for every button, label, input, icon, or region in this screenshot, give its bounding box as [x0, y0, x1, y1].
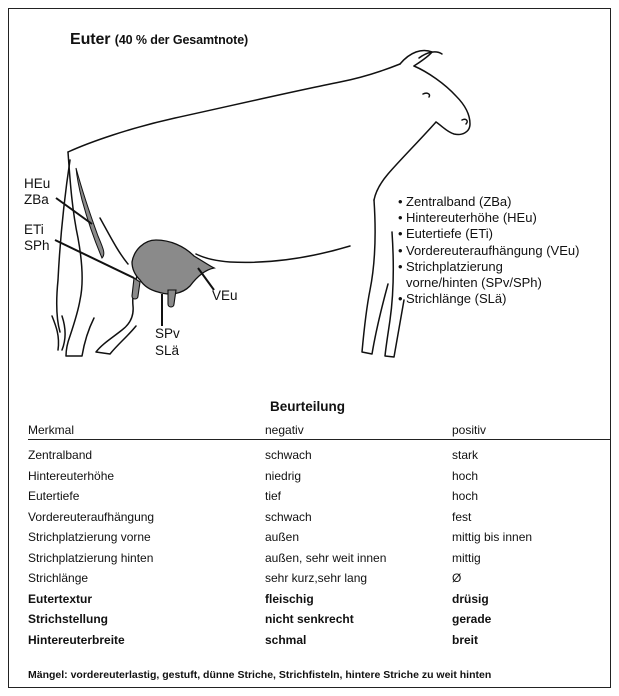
cell-negativ: außen, sehr weit innen — [265, 548, 386, 569]
table-body: Zentralband schwach stark Hintereuterhöh… — [28, 445, 611, 650]
cell-merkmal: Eutertiefe — [28, 486, 79, 507]
teat-front — [168, 290, 176, 307]
teat-rear — [132, 278, 140, 299]
cell-merkmal: Strichlänge — [28, 568, 88, 589]
trait-item: •Strichlänge (SLä) — [398, 291, 579, 307]
cell-positiv: gerade — [452, 609, 491, 630]
cell-positiv: mittig bis innen — [452, 527, 532, 548]
cell-positiv: drüsig — [452, 589, 489, 610]
table-row: Strichplatzierung hinten außen, sehr wei… — [28, 548, 611, 569]
table-row: Zentralband schwach stark — [28, 445, 611, 466]
cell-negativ: schwach — [265, 445, 312, 466]
cow-thigh-line — [100, 218, 128, 264]
cell-merkmal: Strichplatzierung hinten — [28, 548, 153, 569]
cell-positiv: fest — [452, 507, 471, 528]
label-spv: SPv — [155, 326, 180, 342]
label-sph: SPh — [24, 238, 50, 254]
table-row: Strichstellung nicht senkrecht gerade — [28, 609, 611, 630]
cell-negativ: schwach — [265, 507, 312, 528]
udder-shape — [132, 240, 214, 294]
label-veu: VEu — [212, 288, 238, 304]
cow-front-leg-back — [362, 200, 388, 354]
cell-merkmal: Eutertextur — [28, 589, 92, 610]
cell-positiv: mittig — [452, 548, 481, 569]
table-row: Strichlänge sehr kurz,sehr lang Ø — [28, 568, 611, 589]
label-heu: HEu — [24, 176, 50, 192]
trait-item: •Strichplatzierung — [398, 259, 579, 275]
label-sla: SLä — [155, 343, 179, 359]
cow-back-line — [68, 64, 400, 152]
cell-merkmal: Vordereuteraufhängung — [28, 507, 154, 528]
table-row: Hintereuterhöhe niedrig hoch — [28, 466, 611, 487]
cell-positiv: hoch — [452, 486, 478, 507]
cell-merkmal: Hintereuterhöhe — [28, 466, 114, 487]
table-row: Vordereuteraufhängung schwach fest — [28, 507, 611, 528]
trait-item: •Vordereuteraufhängung (VEu) — [398, 243, 579, 259]
column-header-negativ: negativ — [265, 423, 304, 437]
cell-negativ: sehr kurz,sehr lang — [265, 568, 367, 589]
trait-item: •Hintereuterhöhe (HEu) — [398, 210, 579, 226]
cell-merkmal: Strichstellung — [28, 609, 108, 630]
cell-negativ: schmal — [265, 630, 306, 651]
trait-item: •Zentralband (ZBa) — [398, 194, 579, 210]
cow-belly — [196, 246, 350, 262]
cell-negativ: außen — [265, 527, 299, 548]
table-row: Eutertiefe tief hoch — [28, 486, 611, 507]
pointer-eti-sph — [55, 240, 134, 278]
cell-negativ: niedrig — [265, 466, 301, 487]
table-heading: Beurteilung — [270, 399, 345, 414]
cow-nostril — [462, 119, 467, 124]
table-row: Strichplatzierung vorne außen mittig bis… — [28, 527, 611, 548]
cell-positiv: hoch — [452, 466, 478, 487]
table-row: Eutertextur fleischig drüsig — [28, 589, 611, 610]
table-row: Hintereuterbreite schmal breit — [28, 630, 611, 651]
cow-neck — [374, 122, 436, 200]
cell-merkmal: Strichplatzierung vorne — [28, 527, 151, 548]
rear-udder-shading — [76, 168, 104, 258]
cell-positiv: breit — [452, 630, 478, 651]
cell-merkmal: Zentralband — [28, 445, 92, 466]
column-header-positiv: positiv — [452, 423, 486, 437]
trait-item-continued: vorne/hinten (SPv/SPh) — [398, 275, 579, 291]
label-zba: ZBa — [24, 192, 49, 208]
cell-negativ: nicht senkrecht — [265, 609, 354, 630]
cell-merkmal: Hintereuterbreite — [28, 630, 125, 651]
cow-head — [414, 66, 470, 135]
column-header-merkmal: Merkmal — [28, 423, 74, 437]
cow-eye — [423, 93, 430, 97]
deficiencies-note: Mängel: vordereuterlastig, gestuft, dünn… — [28, 669, 491, 681]
cell-positiv: stark — [452, 445, 478, 466]
trait-item: •Eutertiefe (ETi) — [398, 226, 579, 242]
cell-positiv: Ø — [452, 568, 461, 589]
cell-negativ: tief — [265, 486, 281, 507]
cell-negativ: fleischig — [265, 589, 314, 610]
cow-horn — [419, 52, 442, 58]
trait-list: •Zentralband (ZBa) •Hintereuterhöhe (HEu… — [398, 194, 579, 307]
label-eti: ETi — [24, 222, 44, 238]
header-divider — [28, 439, 611, 440]
